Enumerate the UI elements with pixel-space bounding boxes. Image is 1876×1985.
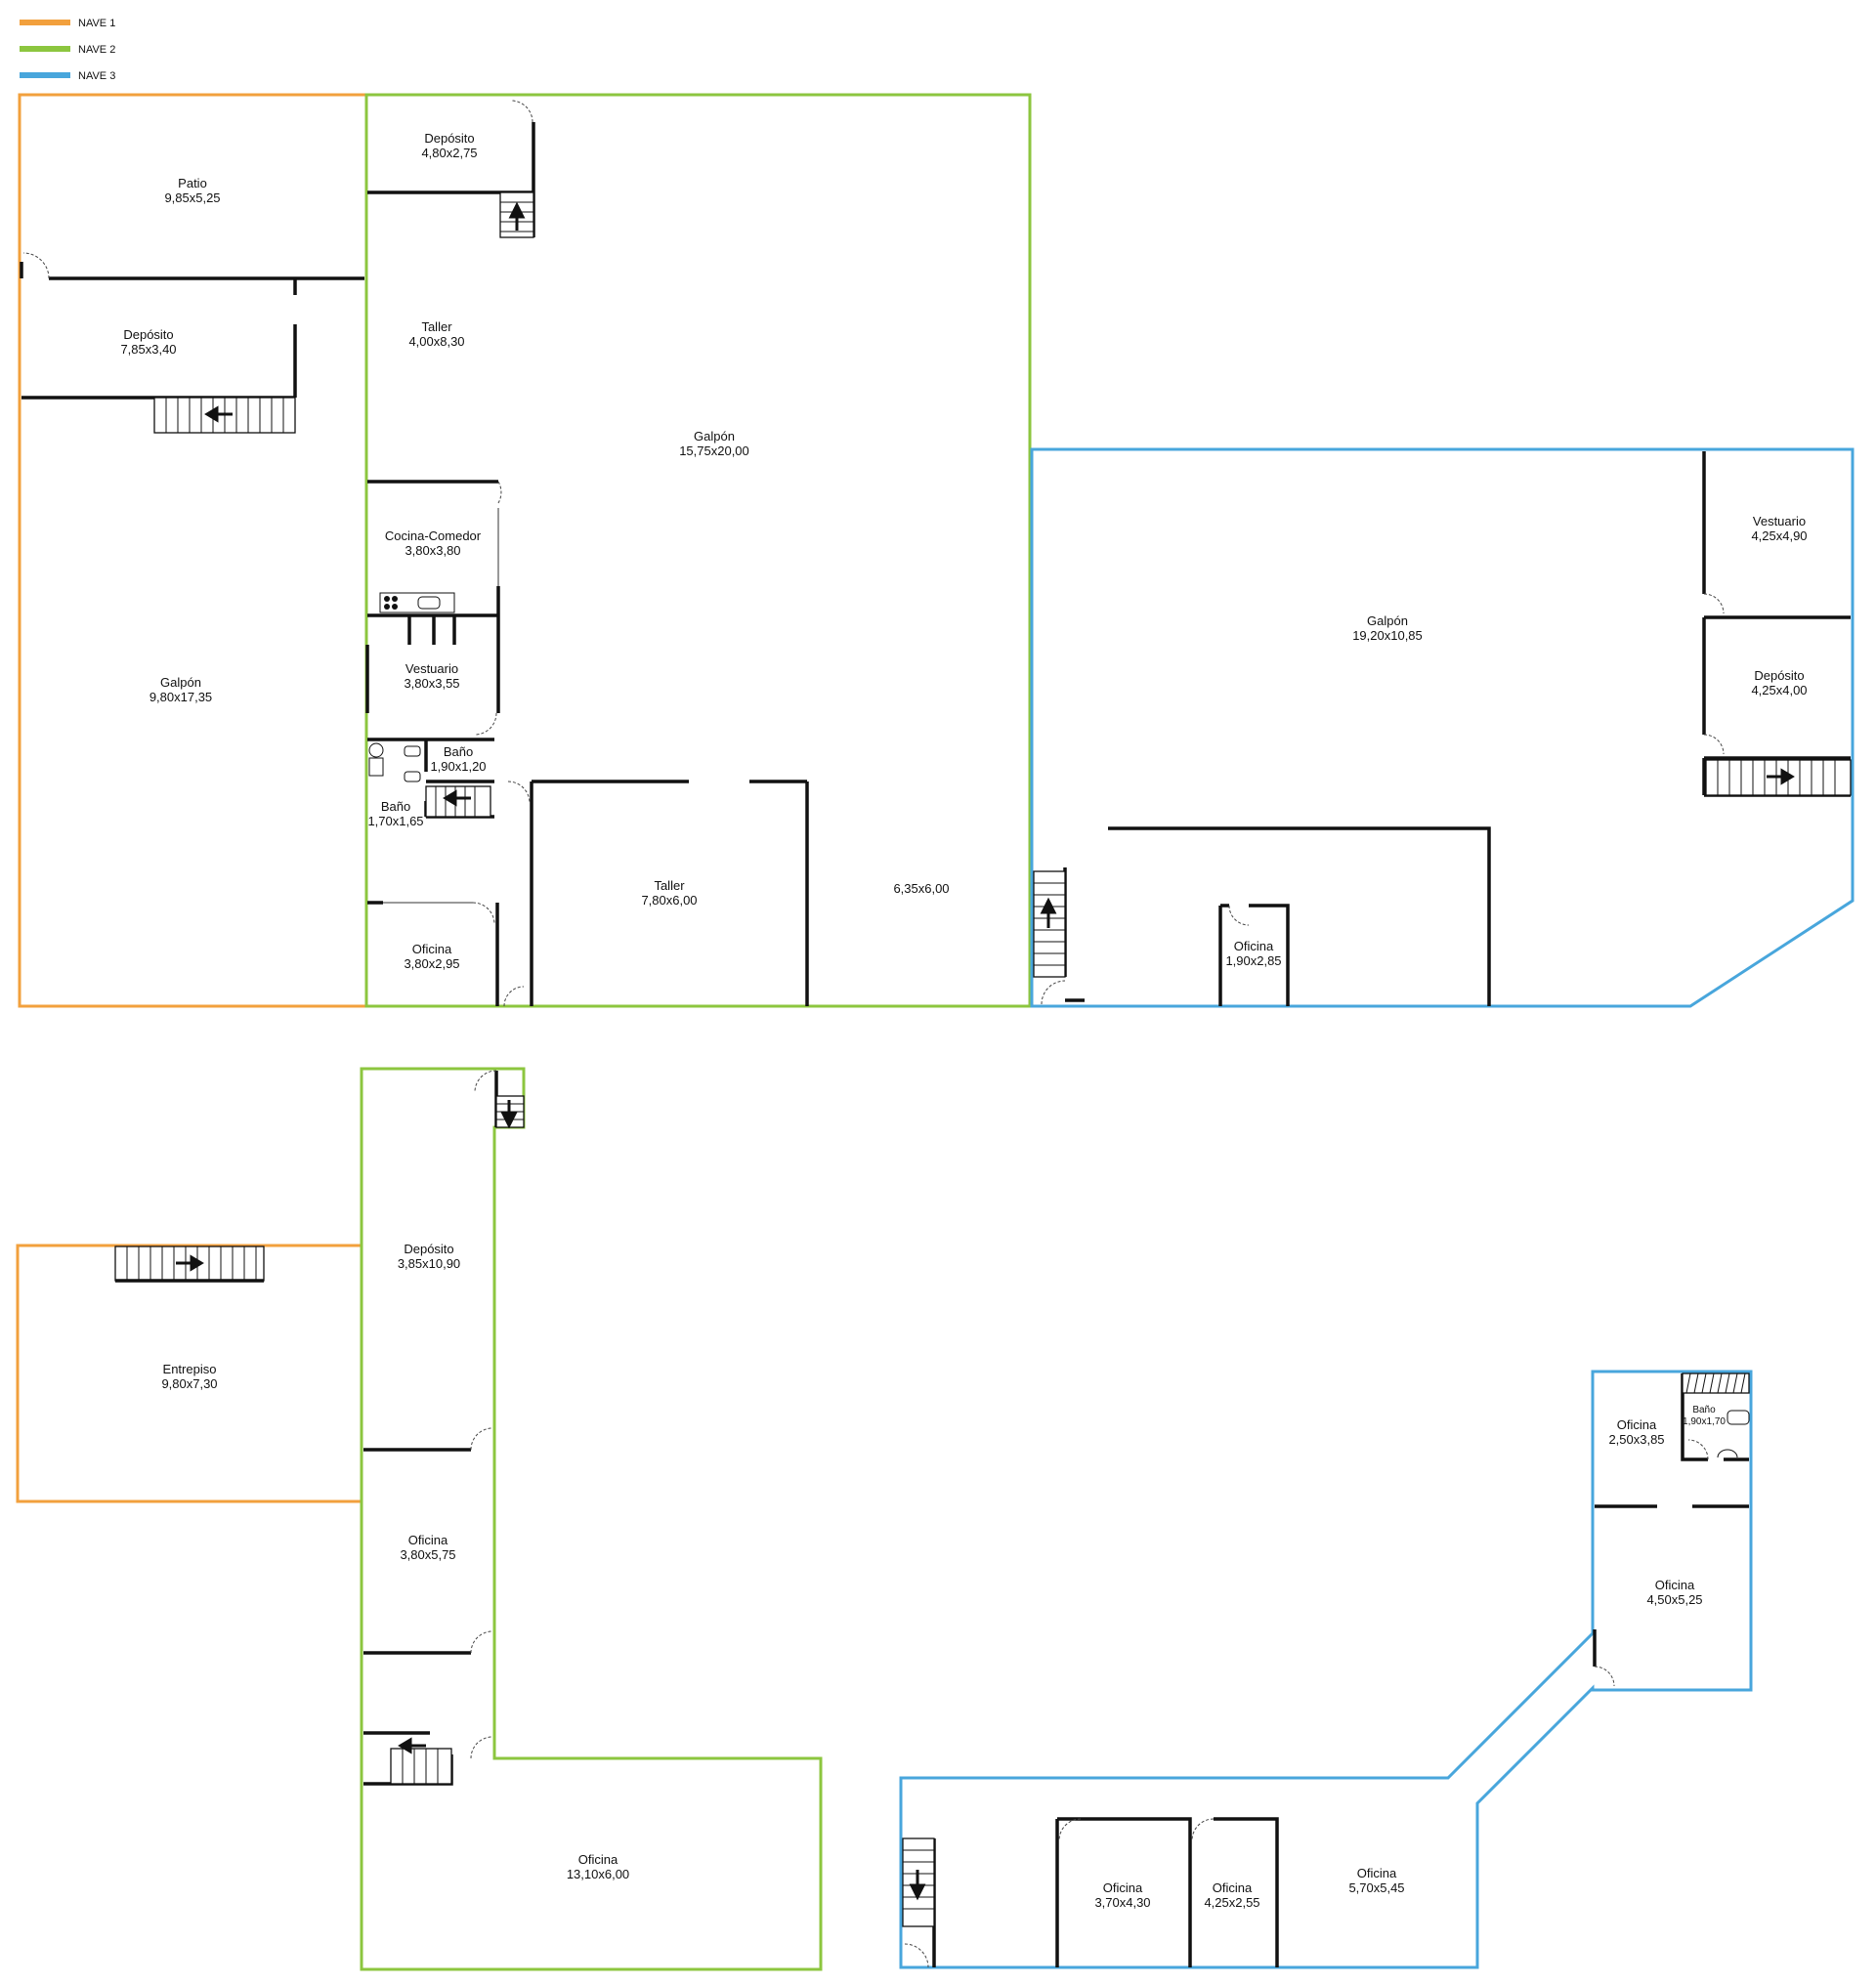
room-dim-oficina-nave-3: 1,90x2,85 — [1225, 953, 1281, 968]
room-dim-deposito-nave-1: 7,85x3,40 — [120, 342, 176, 357]
stairs-arrow-icon — [443, 789, 471, 807]
room-dim-oficina-nave-3-c: 3,70x4,30 — [1094, 1895, 1150, 1910]
room-name-galpon-nave-3: Galpón — [1367, 613, 1408, 628]
room-dim-entrepiso: 9,80x7,30 — [161, 1376, 217, 1391]
room-dim-deposito-nave-3: 4,25x4,00 — [1751, 683, 1807, 697]
legend-swatch-nave-2 — [20, 46, 70, 52]
room-name-vestuario-nave-3: Vestuario — [1753, 514, 1806, 528]
room-name-taller-b: Taller — [654, 878, 685, 893]
room-name-oficina-nave-3-e: Oficina — [1357, 1866, 1397, 1880]
legend-swatch-nave-3 — [20, 72, 70, 78]
nave-1-walls — [20, 252, 364, 400]
room-name-oficina-nave-3-a: Oficina — [1617, 1417, 1657, 1432]
room-name-bano-b: Baño — [381, 799, 410, 814]
stairs-arrow-icon — [1767, 768, 1795, 785]
stairs-arrow-icon — [500, 1100, 518, 1129]
bathroom-fixtures — [368, 742, 421, 782]
nave-3-lower-walls — [904, 1373, 1749, 1968]
nave-2-walls — [365, 100, 809, 1007]
nave-3-outline-lower — [899, 1370, 1753, 1969]
room-name-deposito-nave-3: Depósito — [1754, 668, 1804, 683]
room-name-galpon-nave-2: Galpón — [694, 429, 735, 443]
room-dim-deposito-nave-2: 4,80x2,75 — [421, 146, 477, 160]
room-dim-oficina-nave-3-d: 4,25x2,55 — [1204, 1895, 1259, 1910]
room-name-taller-a: Taller — [421, 319, 452, 334]
room-dim-oficina-nave-3-a: 2,50x3,85 — [1608, 1432, 1664, 1447]
nave-2-lower-walls — [363, 1070, 498, 1786]
room-name-oficina-nave-3-b: Oficina — [1655, 1578, 1695, 1592]
stairs-arrow-icon — [398, 1737, 426, 1754]
room-name-oficina-nave-2: Oficina — [412, 942, 452, 956]
room-name-galpon-nave-1: Galpón — [160, 675, 201, 690]
room-name-oficina-nave-3-d: Oficina — [1213, 1880, 1253, 1895]
room-dim-galpon-nave-3: 19,20x10,85 — [1352, 628, 1423, 643]
room-dim-oficina-lower-b: 13,10x6,00 — [567, 1867, 629, 1881]
legend-label-nave-1: NAVE 1 — [78, 18, 115, 29]
kitchen-counter — [379, 592, 455, 613]
room-dim-oficina-lower-a: 3,80x5,75 — [400, 1547, 455, 1562]
legend-label-nave-3: NAVE 3 — [78, 70, 115, 82]
room-dim-vestuario-nave-2: 3,80x3,55 — [404, 676, 459, 691]
bathroom-fixtures-lower — [1717, 1410, 1750, 1458]
room-name-entrepiso: Entrepiso — [163, 1362, 217, 1376]
room-dim-taller-b: 7,80x6,00 — [641, 893, 697, 908]
room-name-patio: Patio — [178, 176, 207, 190]
room-name-cocina-comedor: Cocina-Comedor — [385, 528, 482, 543]
nave-3-outline-upper — [1030, 447, 1855, 1008]
room-name-bano-nave-3: Baño — [1692, 1405, 1716, 1415]
room-dim-taller-a: 4,00x8,30 — [408, 334, 464, 349]
room-dim-galpon-nave-2: 15,75x20,00 — [679, 443, 749, 458]
room-dim-area-6-35: 6,35x6,00 — [893, 881, 949, 896]
room-dim-patio: 9,85x5,25 — [164, 190, 220, 205]
stairs-nave-1-upper — [153, 397, 296, 434]
room-dim-cocina-comedor: 3,80x3,80 — [405, 543, 460, 558]
room-name-oficina-nave-3: Oficina — [1234, 939, 1274, 953]
room-dim-oficina-nave-3-e: 5,70x5,45 — [1348, 1880, 1404, 1895]
nave-3-walls — [1041, 451, 1851, 1006]
stairs-nave-2-bath — [425, 785, 491, 818]
legend-swatch-nave-1 — [20, 20, 70, 25]
nave-2-outline-upper — [364, 93, 1032, 1008]
stairs-arrow-icon — [909, 1870, 926, 1901]
room-dim-oficina-nave-3-b: 4,50x5,25 — [1646, 1592, 1702, 1607]
stairs-nave-3-bath — [1682, 1373, 1750, 1394]
legend: NAVE 1 NAVE 2 NAVE 3 — [20, 18, 115, 82]
stairs-arrow-icon — [1040, 897, 1057, 928]
room-name-deposito-nave-2: Depósito — [424, 131, 474, 146]
room-dim-deposito-lower: 3,85x10,90 — [398, 1256, 460, 1271]
stairs-arrow-icon — [204, 405, 233, 423]
nave-1-outline-upper — [18, 93, 368, 1008]
room-dim-vestuario-nave-3: 4,25x4,90 — [1751, 528, 1807, 543]
room-name-oficina-lower-b: Oficina — [578, 1852, 618, 1867]
stairs-arrow-icon — [508, 201, 526, 231]
room-dim-bano-a: 1,90x1,20 — [430, 759, 486, 774]
nave-2-outline-lower — [360, 1067, 823, 1971]
stairs-nave-2-lower-bottom — [390, 1748, 452, 1785]
room-dim-galpon-nave-1: 9,80x17,35 — [149, 690, 212, 704]
room-name-vestuario-nave-2: Vestuario — [405, 661, 458, 676]
room-dim-bano-b: 1,70x1,65 — [367, 814, 423, 828]
legend-label-nave-2: NAVE 2 — [78, 44, 115, 56]
room-name-deposito-lower: Depósito — [404, 1242, 453, 1256]
room-name-oficina-nave-3-c: Oficina — [1103, 1880, 1143, 1895]
room-name-deposito-nave-1: Depósito — [123, 327, 173, 342]
room-dim-bano-nave-3: 1,90x1,70 — [1683, 1416, 1726, 1427]
room-name-bano-a: Baño — [444, 744, 473, 759]
room-dim-oficina-nave-2: 3,80x2,95 — [404, 956, 459, 971]
stairs-arrow-icon — [176, 1254, 204, 1272]
room-name-oficina-lower-a: Oficina — [408, 1533, 448, 1547]
